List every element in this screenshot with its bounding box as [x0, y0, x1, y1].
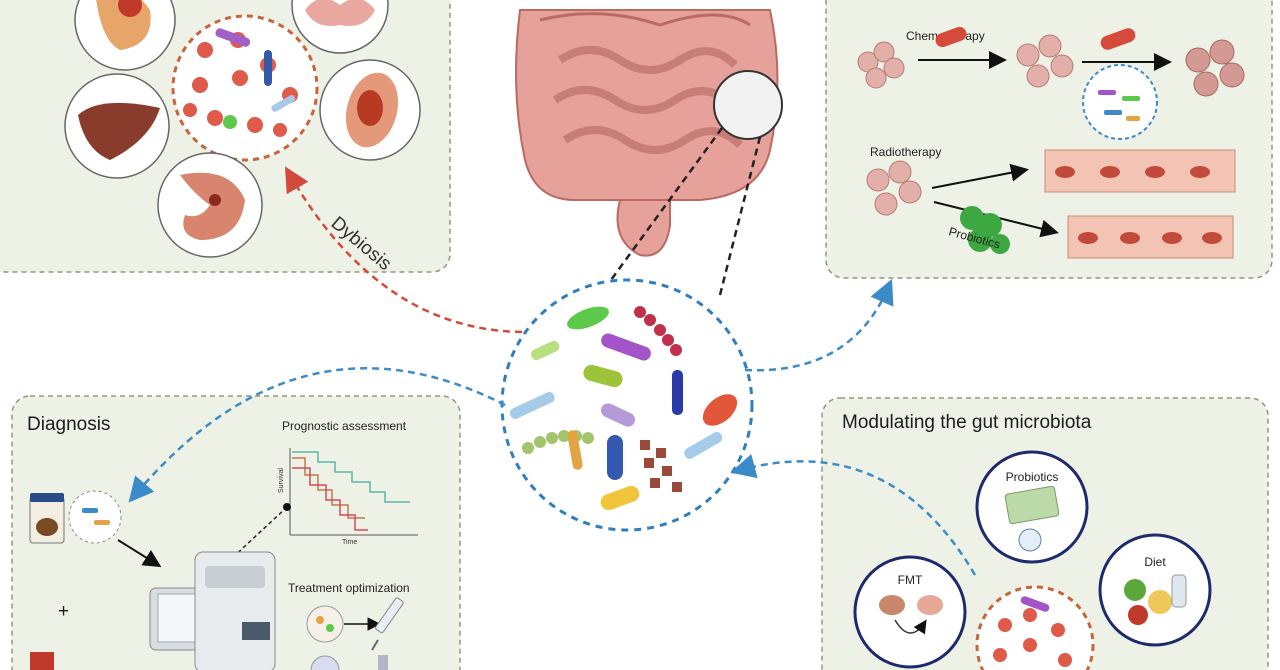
diagnosis-arrow — [128, 367, 506, 503]
modulating-title: Modulating the gut microbiota — [842, 412, 1092, 433]
sample-microbes-circle — [68, 490, 122, 544]
epithelium-row-bottom — [1067, 215, 1234, 259]
diet-label: Diet — [1144, 555, 1166, 569]
petri-dish-icon — [306, 605, 344, 643]
microbe-mix-circle — [1082, 64, 1158, 140]
tumor-cluster-icon — [857, 41, 905, 89]
survival-curve-brown — [292, 457, 365, 519]
stomach-icon — [180, 172, 245, 240]
therapy-contents: Chemotherapy Radiotherapy — [857, 26, 1245, 259]
dysbiotic-microbiota-circle — [975, 585, 1095, 670]
survival-axis-label: Survival — [278, 468, 285, 493]
radiotherapy-label: Radiotherapy — [870, 145, 941, 159]
dying-tumor-icon — [1185, 39, 1245, 97]
probiotic-blob-icon — [960, 206, 1010, 254]
diagnosis-panel — [11, 395, 461, 670]
stool-sample-icon — [29, 493, 65, 544]
fmt-circle — [853, 555, 967, 669]
zoom-line-right — [718, 136, 762, 296]
gut-microbiota-circle — [500, 278, 754, 532]
modulating-contents: Modulating the gut microbiota Probiotics… — [842, 412, 1212, 670]
modulating-arrow — [730, 454, 977, 576]
treatment-opt-label: Treatment optimization — [288, 581, 410, 595]
therapy-arrow — [744, 278, 894, 372]
plus-sign: + — [58, 601, 69, 622]
survival-chart: Survival Time — [278, 448, 418, 546]
fmt-label: FMT — [898, 573, 923, 587]
liver-icon — [78, 102, 160, 160]
prognostic-label: Prognostic assessment — [282, 419, 407, 433]
gut-lumen-icon — [879, 595, 943, 635]
diagnosis-title: Diagnosis — [27, 414, 110, 435]
intestine-illustration — [515, 9, 783, 257]
zoom-line-left — [598, 127, 724, 296]
intestine-icon — [305, 0, 375, 26]
sequencer-machine-icon — [149, 551, 276, 670]
survival-curve-teal — [292, 451, 410, 503]
pill-capsule-icon — [1100, 28, 1136, 50]
epithelium-row-top — [1044, 149, 1236, 193]
vegetables-icon — [1124, 574, 1187, 625]
tumor-cluster-icon — [866, 160, 922, 216]
diet-circle — [1098, 533, 1212, 647]
dysbiosis-arrow — [284, 166, 523, 334]
diagnosis-contents: Diagnosis Prognostic assessment Survival… — [27, 414, 418, 670]
tumor-cluster-icon — [1016, 34, 1074, 88]
time-axis-label: Time — [342, 539, 357, 546]
cancer-sites-group — [64, 0, 421, 258]
syringe-icon — [371, 597, 404, 651]
survival-curve-red — [292, 467, 368, 531]
probiotics-circle-label: Probiotics — [1006, 470, 1059, 484]
zoom-lens-circle — [713, 70, 783, 140]
pill-capsule-icon — [935, 26, 967, 48]
probiotic-pack-icon — [1004, 485, 1060, 525]
